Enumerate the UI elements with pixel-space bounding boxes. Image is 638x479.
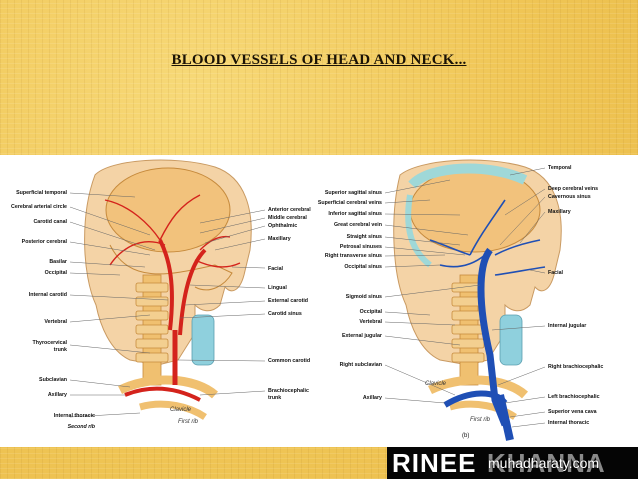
label-thyrocervical: Thyrocervical <box>32 340 67 346</box>
watermark: muhadharaty.com <box>488 455 600 471</box>
label-axillary-vein: Axillary <box>362 395 382 401</box>
label-vertebral-vein: Vertebral <box>359 319 382 325</box>
label-right-subclavian: Right subclavian <box>339 362 382 368</box>
label-left-brachiocephalic: Left brachiocephalic <box>548 394 600 400</box>
label-brachiocephalic-trunk: trunk <box>268 395 282 401</box>
label-maxillary: Maxillary <box>268 236 291 242</box>
label-superficial-cerebral-veins: Superficial cerebral veins <box>317 200 382 206</box>
label-straight-sinus: Straight sinus <box>346 234 382 240</box>
label-internal-jugular: Internal jugular <box>548 323 587 329</box>
left-first-rib-label: First rib <box>178 419 199 425</box>
label-right-transverse-sinus: Right transverse sinus <box>324 253 382 259</box>
author-banner: RINEE KHANNA <box>387 447 638 479</box>
label-vertebral: Vertebral <box>44 319 67 325</box>
label-cerebral-arterial-circle: Cerebral arterial circle <box>11 204 67 210</box>
label-internal-carotid: Internal carotid <box>28 292 67 298</box>
anatomy-figure-panel: Clavicle First rib <box>0 155 638 447</box>
right-head-veins-figure: Clavicle First rib (b) <box>384 159 562 441</box>
anatomy-illustration: Clavicle First rib <box>69 159 562 441</box>
label-middle-cerebral: Middle cerebral <box>268 215 307 221</box>
label-brachiocephalic: Brachiocephalic <box>268 388 309 394</box>
label-carotid-canal: Carotid canal <box>33 219 67 225</box>
label-anterior-cerebral: Anterior cerebral <box>268 207 311 213</box>
label-great-cerebral-vein: Great cerebral vein <box>334 222 382 228</box>
label-external-jugular: External jugular <box>341 333 382 339</box>
label-posterior-cerebral: Posterior cerebral <box>21 239 67 245</box>
label-external-carotid: External carotid <box>268 298 309 304</box>
label-petrosal-sinuses: Petrosal sinuses <box>339 244 382 250</box>
label-axillary: Axillary <box>47 392 67 398</box>
label-occipital: Occipital <box>44 270 67 276</box>
label-superficial-temporal: Superficial temporal <box>16 190 67 196</box>
left-head-arteries-figure: Clavicle First rib <box>69 159 266 425</box>
label-facial-vein: Facial <box>548 270 564 276</box>
label-ophthalmic: Ophthalmic <box>268 223 298 229</box>
label-inferior-sagittal-sinus: Inferior sagittal sinus <box>328 211 382 217</box>
label-cavernous-sinus: Cavernous sinus <box>548 194 591 200</box>
right-first-rib-label: First rib <box>470 417 491 423</box>
label-internal-thoracic: Internal thoracic <box>53 413 95 419</box>
label-temporal: Temporal <box>548 165 572 171</box>
label-facial: Facial <box>268 266 284 272</box>
label-occipital-vein: Occipital <box>359 309 382 315</box>
label-superior-vena-cava: Superior vena cava <box>548 409 597 415</box>
slide-title: BLOOD VESSELS OF HEAD AND NECK... <box>171 52 467 68</box>
label-lingual: Lingual <box>268 285 287 291</box>
label-deep-cerebral-veins: Deep cerebral veins <box>548 186 599 192</box>
label-right-brachiocephalic: Right brachiocephalic <box>548 364 604 370</box>
author-last-name: KHANNA <box>487 448 606 478</box>
label-maxillary-vein: Maxillary <box>548 209 571 215</box>
left-clavicle-label: Clavicle <box>170 407 192 413</box>
label-basilar: Basilar <box>49 259 67 265</box>
label-subclavian: Subclavian <box>39 377 67 383</box>
panel-letter: (b) <box>462 433 469 439</box>
label-superior-sagittal-sinus: Superior sagittal sinus <box>324 190 382 196</box>
label-sigmoid-sinus: Sigmoid sinus <box>345 294 382 300</box>
label-common-carotid: Common carotid <box>268 358 311 364</box>
label-second-rib: Second rib <box>67 424 95 430</box>
label-occipital-sinus: Occipital sinus <box>344 264 382 270</box>
right-clavicle-label: Clavicle <box>425 381 447 387</box>
label-internal-thoracic-vein: Internal thoracic <box>548 420 590 426</box>
label-carotid-sinus: Carotid sinus <box>268 311 302 317</box>
label-thyrocervical-trunk: trunk <box>53 347 67 353</box>
author-first-name: RINEE <box>392 448 477 478</box>
